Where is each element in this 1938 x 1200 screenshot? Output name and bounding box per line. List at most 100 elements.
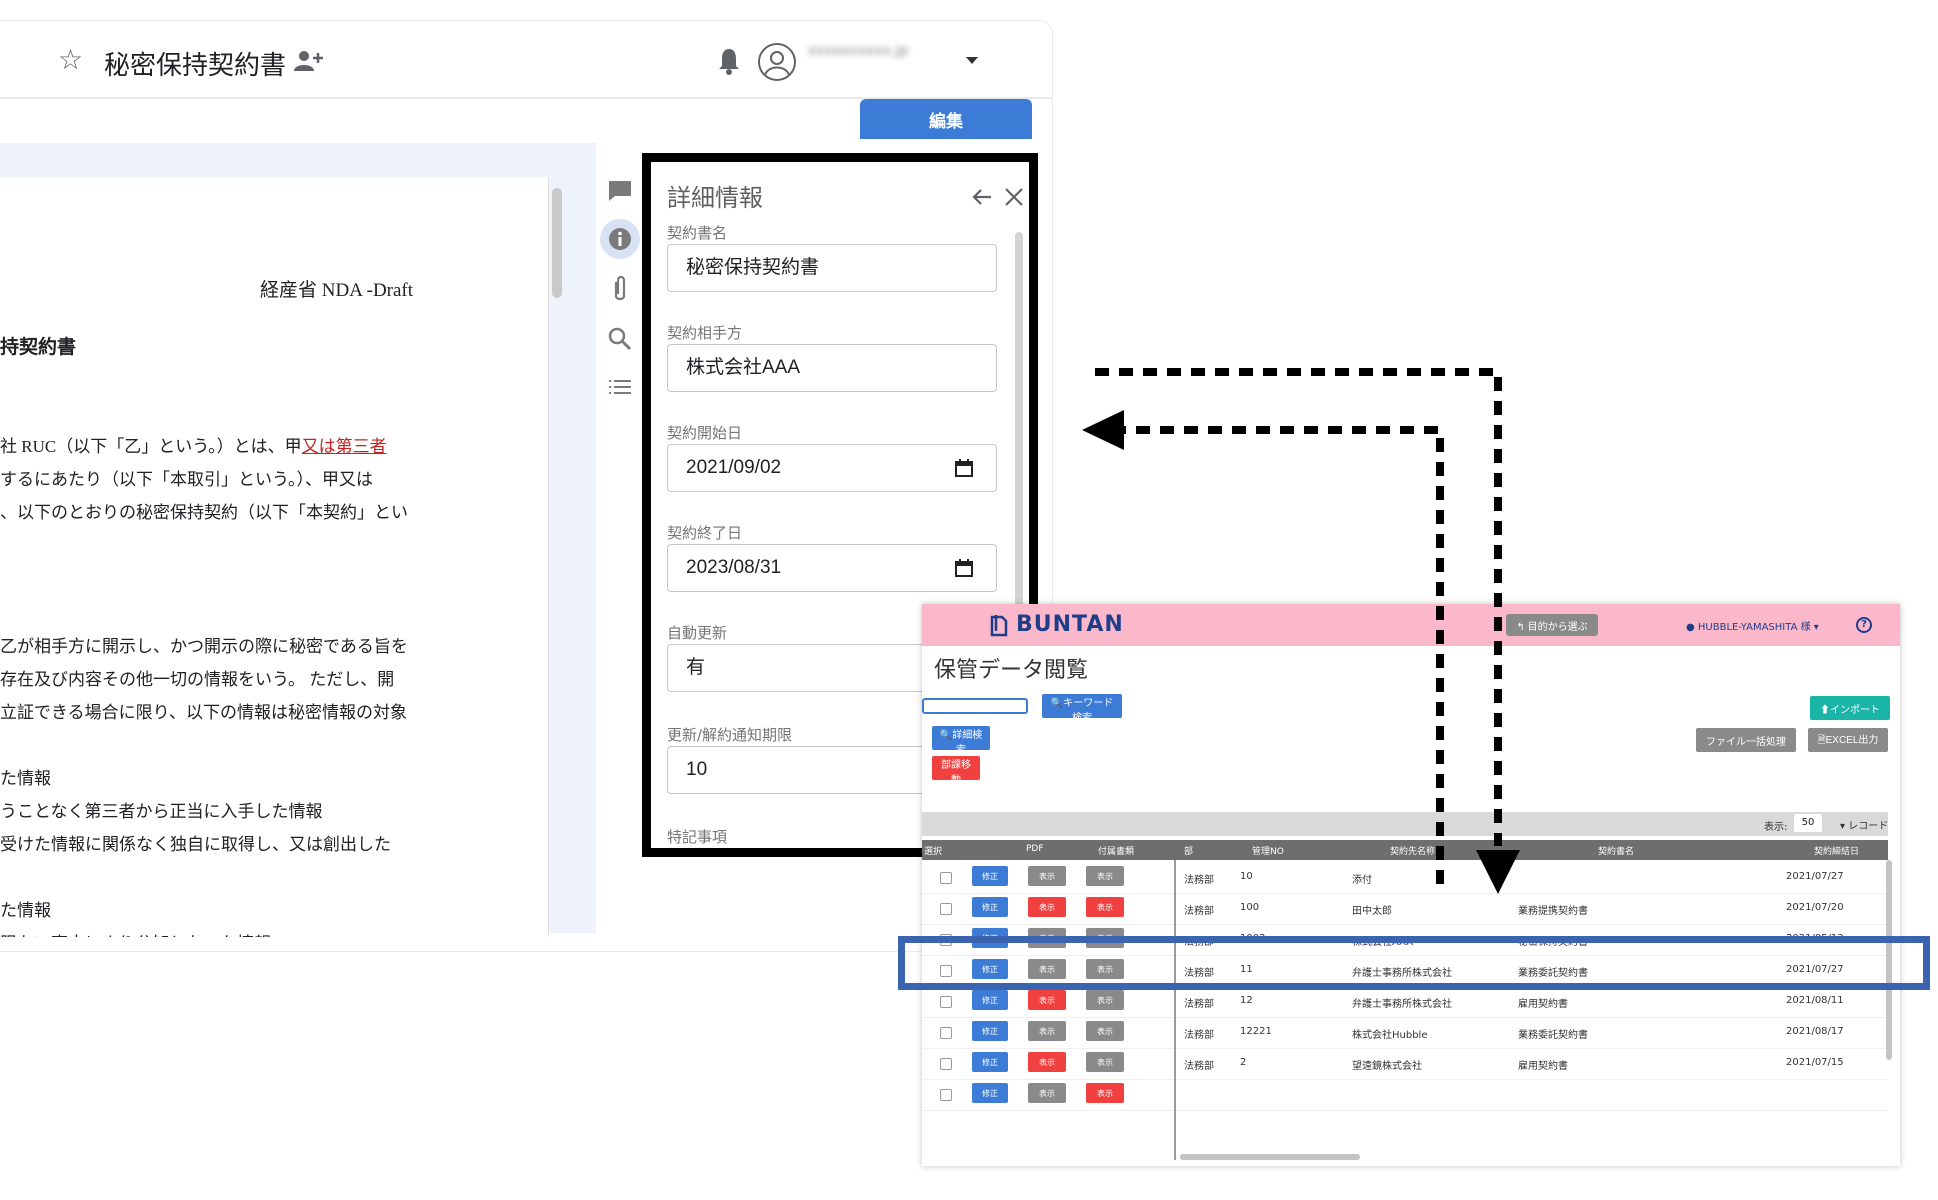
detail-panel-title: 詳細情報	[667, 185, 763, 212]
attachment-view-button[interactable]: 表示	[1086, 1083, 1124, 1103]
attachment-view-button[interactable]: 表示	[1086, 990, 1124, 1010]
star-icon[interactable]: ☆	[58, 43, 84, 76]
row-checkbox[interactable]	[940, 965, 952, 977]
calendar-icon[interactable]	[954, 558, 974, 578]
edit-button[interactable]: 編集	[860, 99, 1032, 139]
column-header[interactable]: 契約書名	[1598, 847, 1635, 857]
edit-row-button[interactable]: 修正	[972, 1021, 1008, 1041]
excel-export-button[interactable]: 🗎EXCEL出力	[1808, 728, 1888, 752]
detail-panel-scrollbar[interactable]	[1015, 232, 1023, 612]
row-checkbox[interactable]	[940, 1089, 952, 1101]
field-label: 契約開始日	[667, 424, 743, 442]
column-header[interactable]: 選択	[924, 847, 943, 857]
row-checkbox[interactable]	[940, 1027, 952, 1039]
document-canvas: 経産省 NDA -Draft 持契約書 社 RUC（以下「乙」という。）とは、甲…	[0, 143, 596, 937]
edit-row-button[interactable]: 修正	[972, 897, 1008, 917]
cell-contract-date: 2021/08/17	[1786, 1026, 1844, 1037]
field-value: 株式会社AAA	[686, 357, 801, 378]
pdf-view-button[interactable]: 表示	[1028, 1052, 1066, 1072]
attachment-view-button[interactable]: 表示	[1086, 866, 1124, 886]
edit-row-button[interactable]: 修正	[972, 959, 1008, 979]
calendar-icon[interactable]	[954, 458, 974, 478]
detail-search-button[interactable]: 🔍詳細検索	[932, 726, 990, 756]
share-people-icon[interactable]	[292, 47, 326, 73]
user-menu[interactable]: ● HUBBLE-YAMASHITA 様 ▾	[1686, 622, 1819, 633]
account-name: xxxxxxxxxx.jp	[808, 43, 909, 59]
keyword-search-label: キーワード検索	[1063, 698, 1114, 724]
chevron-down-icon[interactable]	[966, 57, 978, 64]
dept-move-button[interactable]: 部課移動	[932, 756, 980, 786]
cell-dept: 法務部	[1184, 1061, 1214, 1072]
info-icon[interactable]	[600, 219, 640, 259]
help-icon[interactable]: ?	[1856, 617, 1872, 633]
field-input[interactable]: 株式会社AAA	[667, 344, 997, 392]
document-line: 受けた情報に関係なく独自に取得し、又は創出した	[0, 830, 391, 855]
attachment-view-button[interactable]: 表示	[1086, 1021, 1124, 1041]
attachment-view-button[interactable]: 表示	[1086, 1052, 1124, 1072]
close-icon[interactable]	[1003, 186, 1025, 208]
pdf-view-button[interactable]: 表示	[1028, 1083, 1066, 1103]
search-icon[interactable]	[600, 319, 640, 359]
cell-management-no: 12	[1240, 995, 1253, 1006]
row-checkbox[interactable]	[940, 903, 952, 915]
edit-row-button[interactable]: 修正	[972, 990, 1008, 1010]
choose-by-purpose-button[interactable]: ↰ 目的から選ぶ	[1506, 614, 1598, 636]
buntan-logo[interactable]: BUNTAN	[1016, 612, 1124, 637]
pdf-view-button[interactable]: 表示	[1028, 1021, 1066, 1041]
column-header[interactable]: 付属書類	[1098, 847, 1135, 857]
cell-party-name: 弁護士事務所株式会社	[1352, 968, 1452, 979]
column-header[interactable]: 契約先名称	[1390, 847, 1436, 857]
column-header[interactable]: 管理NO	[1252, 847, 1284, 857]
cell-party-name: 株式会社Hubble	[1352, 1030, 1428, 1041]
row-checkbox[interactable]	[940, 1058, 952, 1070]
document-line-text: 受けた情報に関係なく独自に取得し、又は創出した	[0, 835, 391, 854]
attachment-view-button[interactable]: 表示	[1086, 897, 1124, 917]
suggested-edit-text[interactable]: 又は第三者	[301, 437, 387, 456]
cell-party-name: 望遠鏡株式会社	[1352, 1061, 1422, 1072]
field-input[interactable]: 2023/08/31	[667, 544, 997, 592]
field-value: 10	[686, 759, 708, 780]
pdf-view-button[interactable]: 表示	[1028, 866, 1066, 886]
attachment-view-button[interactable]: 表示	[1086, 959, 1124, 979]
document-scrollbar[interactable]	[552, 188, 562, 298]
detail-search-label: 詳細検索	[952, 730, 983, 756]
pdf-view-button[interactable]: 表示	[1028, 959, 1066, 979]
bulk-file-button[interactable]: ファイル一括処理	[1696, 728, 1796, 752]
row-checkbox[interactable]	[940, 872, 952, 884]
table-horizontal-scrollbar[interactable]	[1180, 1154, 1360, 1160]
document-page[interactable]: 経産省 NDA -Draft 持契約書 社 RUC（以下「乙」という。）とは、甲…	[0, 177, 549, 937]
list-icon[interactable]	[600, 367, 640, 407]
cell-contract-name: 業務委託契約書	[1518, 1030, 1588, 1041]
page-title: 保管データ閲覧	[934, 658, 1089, 683]
field-input[interactable]: 秘密保持契約書	[667, 244, 997, 292]
column-header[interactable]: PDF	[1026, 844, 1044, 854]
per-page-select[interactable]: 50	[1794, 814, 1822, 832]
column-header[interactable]: 契約締結日	[1814, 847, 1860, 857]
column-header[interactable]: 部	[1184, 847, 1194, 857]
table-vertical-scrollbar[interactable]	[1886, 860, 1892, 1060]
field-input[interactable]: 2021/09/02	[667, 444, 997, 492]
edit-row-button[interactable]: 修正	[972, 1052, 1008, 1072]
comment-icon[interactable]	[600, 171, 640, 211]
pdf-view-button[interactable]: 表示	[1028, 897, 1066, 917]
bell-icon[interactable]	[716, 47, 742, 75]
edit-row-button[interactable]: 修正	[972, 1083, 1008, 1103]
row-checkbox[interactable]	[940, 996, 952, 1008]
paperclip-icon[interactable]	[600, 269, 640, 309]
document-line-text: 立証できる場合に限り、以下の情報は秘密情報の対象	[0, 703, 407, 722]
pdf-view-button[interactable]: 表示	[1028, 990, 1066, 1010]
column-divider	[1174, 860, 1176, 1160]
table-row[interactable]: 修正表示表示	[922, 1079, 1888, 1111]
cell-contract-name: 業務委託契約書	[1518, 968, 1588, 979]
keyword-search-button[interactable]: 🔍キーワード検索	[1042, 694, 1122, 724]
arrow-left-icon[interactable]	[971, 186, 993, 208]
keyword-input[interactable]	[922, 698, 1028, 714]
avatar[interactable]	[758, 43, 796, 81]
import-button[interactable]: ⬆インポート	[1810, 696, 1890, 720]
edit-row-button[interactable]: 修正	[972, 866, 1008, 886]
